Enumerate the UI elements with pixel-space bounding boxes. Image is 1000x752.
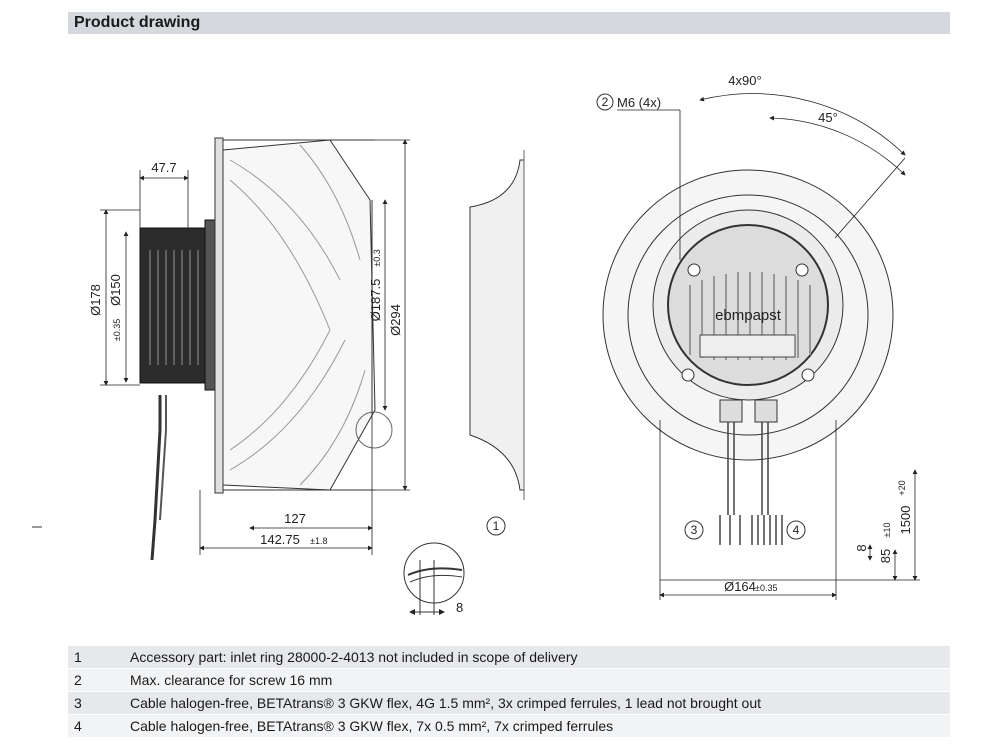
dim-d164: Ø164	[724, 579, 756, 594]
note-number: 1	[68, 645, 124, 669]
callout-1-label: 1	[493, 519, 500, 533]
callout-4	[786, 520, 806, 540]
callout-3	[684, 520, 704, 540]
dim-d150-tol: ±0.35	[112, 319, 122, 341]
dim-85-tol: ±10	[882, 523, 892, 538]
header-bar: Product drawing	[68, 12, 950, 34]
callout-2-label: 2	[602, 95, 609, 109]
front-view	[602, 169, 894, 545]
detail-view	[403, 542, 465, 615]
dim-142-75-tol: ±1.8	[310, 536, 327, 546]
note-text: Max. clearance for screw 16 mm	[124, 668, 950, 692]
note-number: 2	[68, 668, 124, 692]
dim-d178: Ø178	[88, 284, 103, 316]
dim-m6: M6 (4x)	[617, 95, 661, 110]
dim-1500: 1500	[898, 506, 913, 535]
note-text: Cable halogen-free, BETAtrans® 3 GKW fle…	[124, 714, 950, 737]
note-text: Accessory part: inlet ring 28000-2-4013 …	[124, 645, 950, 669]
dim-d164-tol: ±0.35	[755, 583, 777, 593]
detail-dim-8: 8	[456, 600, 463, 615]
inlet-ring	[469, 150, 525, 500]
dim-47-7: 47.7	[151, 160, 176, 175]
side-view	[139, 137, 393, 561]
product-drawing: Ø178 Ø150 ±0.35 47.7 127 142.75 ±1.8 Ø18…	[32, 73, 920, 615]
dim-8-front: 8	[854, 544, 869, 551]
table-row: 1 Accessory part: inlet ring 28000-2-401…	[68, 645, 950, 669]
dim-d187-5: Ø187.5	[368, 279, 383, 322]
dim-45: 45°	[818, 110, 838, 125]
note-number: 3	[68, 691, 124, 715]
table-row: 4 Cable halogen-free, BETAtrans® 3 GKW f…	[68, 714, 950, 737]
page-title: Product drawing	[74, 14, 201, 31]
dim-1500-tol: +20	[897, 480, 907, 495]
dim-4x90: 4x90°	[728, 73, 761, 88]
dim-d150: Ø150	[108, 274, 123, 306]
callout-3-label: 3	[691, 523, 698, 537]
note-number: 4	[68, 714, 124, 737]
notes-table: 1 Accessory part: inlet ring 28000-2-401…	[68, 645, 950, 737]
dim-85: 85	[878, 549, 893, 563]
note-text: Cable halogen-free, BETAtrans® 3 GKW fle…	[124, 691, 950, 715]
dim-142-75: 142.75	[260, 532, 300, 547]
table-row: 3 Cable halogen-free, BETAtrans® 3 GKW f…	[68, 691, 950, 715]
dim-d187-5-tol: ±0.3	[372, 249, 382, 266]
table-row: 2 Max. clearance for screw 16 mm	[68, 668, 950, 692]
dim-127: 127	[284, 511, 306, 526]
motor-housing	[139, 227, 213, 384]
brand-logo: ebmpapst	[715, 307, 782, 324]
callout-4-label: 4	[793, 523, 800, 537]
dim-d294: Ø294	[388, 304, 403, 336]
callout-1	[486, 516, 506, 536]
callout-2	[596, 93, 614, 111]
